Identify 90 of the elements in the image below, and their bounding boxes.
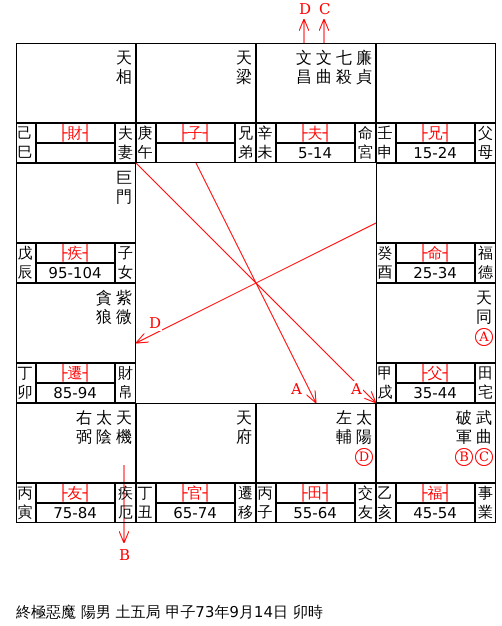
- age-range: 45-54: [412, 504, 458, 522]
- palace-tag: ├福┤: [396, 484, 474, 504]
- stem-branch-label: 丁卯: [16, 364, 36, 402]
- star-name: 太陽: [355, 408, 373, 446]
- star-name: 天府: [235, 408, 253, 446]
- circled-letter: A: [475, 328, 493, 346]
- palace-cell: [376, 163, 496, 283]
- palace-tag: ├子┤: [156, 124, 234, 144]
- star-name: 天機: [115, 408, 133, 446]
- palace-cell: [16, 43, 136, 163]
- star-name: 巨門: [115, 168, 133, 206]
- age-range: 55-64: [292, 504, 338, 522]
- palace-name: 事業: [474, 484, 496, 522]
- arrow: [136, 222, 376, 344]
- age-range: 5-14: [296, 144, 334, 162]
- edge-label: C: [318, 1, 332, 17]
- palace-cell: [256, 403, 376, 523]
- palace-name: 遷移: [234, 484, 256, 522]
- star-name: 紫微: [115, 288, 133, 326]
- palace-name: 兄弟: [234, 124, 256, 162]
- caption: 終極惡魔 陽男 土五局 甲子73年9月14日 卯時: [16, 603, 323, 622]
- edge-label: D: [148, 315, 162, 331]
- star-name: 右弼: [75, 408, 93, 446]
- palace-tag: ├兄┤: [396, 124, 474, 144]
- palace-tag: ├遷┤: [36, 364, 114, 384]
- palace-tag: ├田┤: [276, 484, 354, 504]
- circled-letter: C: [475, 448, 493, 466]
- palace-tag: ├命┤: [396, 244, 474, 264]
- palace-name: 田宅: [474, 364, 496, 402]
- palace-tag: ├友┤: [36, 484, 114, 504]
- star-name: 七殺: [335, 48, 353, 86]
- stem-branch-label: 辛未: [256, 124, 276, 162]
- edge-label: B: [118, 547, 132, 563]
- age-range: 25-34: [412, 264, 458, 282]
- stem-branch-label: 己巳: [16, 124, 36, 162]
- stem-branch-label: 壬申: [376, 124, 396, 162]
- age-range: 35-44: [412, 384, 458, 402]
- star-name: 廉貞: [355, 48, 373, 86]
- palace-cell: [376, 283, 496, 403]
- age-range: 65-74: [172, 504, 218, 522]
- star-name: 左輔: [335, 408, 353, 446]
- palace-name: 夫妻: [114, 124, 136, 162]
- palace-cell: [16, 163, 136, 283]
- stem-branch-label: 戊辰: [16, 244, 36, 282]
- palace-tag: ├疾┤: [36, 244, 114, 264]
- arrow: [318, 18, 330, 44]
- palace-tag: ├父┤: [396, 364, 474, 384]
- palace-tag: ├財┤: [36, 124, 114, 144]
- palace-name: 交友: [354, 484, 376, 522]
- stem-branch-label: 丙子: [256, 484, 276, 522]
- circled-letter: B: [455, 448, 473, 466]
- palace-cell: [136, 43, 256, 163]
- age-range: 95-104: [47, 264, 103, 282]
- palace-name: 父母: [474, 124, 496, 162]
- stem-branch-label: 丁丑: [136, 484, 156, 522]
- stem-branch-label: 丙寅: [16, 484, 36, 522]
- palace-name: 財帛: [114, 364, 136, 402]
- palace-name: 命宮: [354, 124, 376, 162]
- star-name: 武曲: [475, 408, 493, 446]
- palace-cell: [16, 283, 136, 403]
- star-name: 破軍: [455, 408, 473, 446]
- circled-letter: D: [355, 448, 373, 466]
- stem-branch-label: 癸酉: [376, 244, 396, 282]
- stem-branch-label: 庚午: [136, 124, 156, 162]
- arrow: [298, 18, 310, 44]
- stem-branch-label: 甲戌: [376, 364, 396, 402]
- age-range: 15-24: [412, 144, 458, 162]
- age-range: 85-94: [52, 384, 98, 402]
- star-name: 天相: [115, 48, 133, 86]
- palace-cell: [136, 403, 256, 523]
- edge-label: A: [290, 381, 303, 397]
- star-name: 文曲: [315, 48, 333, 86]
- age-range: 75-84: [52, 504, 98, 522]
- palace-cell: [256, 43, 376, 163]
- edge-label: D: [298, 1, 312, 17]
- palace-cell: [376, 403, 496, 523]
- palace-name: 福德: [474, 244, 496, 282]
- star-name: 天同: [475, 288, 493, 326]
- star-name: 太陰: [95, 408, 113, 446]
- arrow: [196, 162, 316, 404]
- star-name: 天梁: [235, 48, 253, 86]
- star-name: 貪狼: [95, 288, 113, 326]
- edge-label: A: [350, 381, 363, 397]
- palace-cell: [16, 403, 136, 523]
- star-name: 文昌: [295, 48, 313, 86]
- palace-name: 子女: [114, 244, 136, 282]
- palace-tag: ├官┤: [156, 484, 234, 504]
- stem-branch-label: 乙亥: [376, 484, 396, 522]
- palace-tag: ├夫┤: [276, 124, 354, 144]
- palace-cell: [376, 43, 496, 163]
